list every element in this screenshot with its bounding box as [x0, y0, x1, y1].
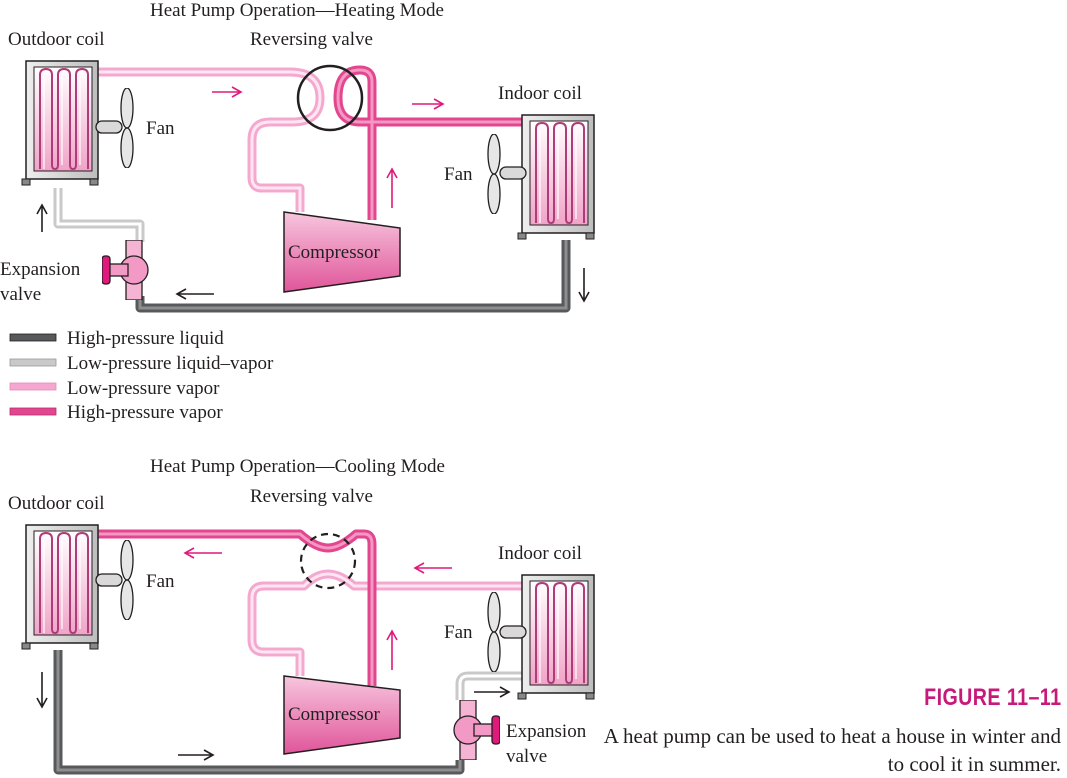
- legend-label: High-pressure liquid: [67, 328, 224, 349]
- cooling-pipe-high-pressure-vapor: [96, 529, 377, 686]
- legend-item-high-pressure-vapor: High-pressure vapor: [9, 402, 223, 423]
- heating-indoor-fan: [487, 134, 527, 214]
- figure-label: FIGURE 11–11: [923, 684, 1061, 711]
- heating-title: Heat Pump Operation—Heating Mode: [150, 0, 444, 21]
- legend-item-low-pressure-vapor: Low-pressure vapor: [9, 378, 220, 399]
- legend-item-high-pressure-liquid: High-pressure liquid: [9, 328, 224, 349]
- cooling-expansion-valve: [453, 700, 500, 760]
- heating-expansion-label-1: Expansion: [0, 259, 81, 280]
- heating-flow-arrows: [36, 86, 590, 303]
- cooling-expansion-label-1: Expansion: [506, 721, 587, 742]
- heating-reversing-valve-label: Reversing valve: [250, 29, 373, 50]
- heating-outdoor-coil-label: Outdoor coil: [8, 29, 105, 50]
- heating-outdoor-coil: [20, 59, 100, 187]
- heating-expansion-valve: [102, 240, 149, 300]
- cooling-reversing-valve: [299, 532, 357, 590]
- cooling-outdoor-fan: [95, 540, 134, 620]
- heating-indoor-coil-label: Indoor coil: [498, 83, 582, 104]
- heating-expansion-label-2: valve: [0, 284, 41, 305]
- cooling-mode-panel: Heat Pump Operation—Cooling Mode Outdoor…: [8, 456, 596, 775]
- cooling-pipe-low-pressure-liquid-vapor: [455, 671, 526, 700]
- cooling-expansion-label-2: valve: [506, 746, 547, 767]
- cooling-indoor-coil-label: Indoor coil: [498, 543, 582, 564]
- heating-indoor-coil: [516, 113, 596, 241]
- figure-caption: A heat pump can be used to heat a house …: [603, 724, 1061, 776]
- cooling-title: Heat Pump Operation—Cooling Mode: [150, 456, 445, 477]
- cooling-flow-arrows: [36, 547, 511, 761]
- heating-reversing-valve: [296, 64, 364, 132]
- cooling-indoor-fan: [487, 592, 527, 672]
- legend-item-low-pressure-liquid-vapor: Low-pressure liquid–vapor: [9, 353, 274, 374]
- heating-outdoor-fan-label: Fan: [146, 118, 175, 139]
- heating-mode-panel: Heat Pump Operation—Heating Mode Outdoor…: [0, 0, 596, 313]
- cooling-compressor-label: Compressor: [288, 704, 381, 725]
- cooling-indoor-coil: [516, 573, 596, 701]
- cooling-outdoor-fan-label: Fan: [146, 571, 175, 592]
- heating-indoor-fan-label: Fan: [444, 164, 473, 185]
- legend-label: Low-pressure vapor: [67, 378, 220, 399]
- cooling-outdoor-coil: [20, 523, 100, 651]
- heating-pipe-low-pressure-liquid-vapor: [53, 188, 145, 242]
- legend-label: Low-pressure liquid–vapor: [67, 353, 274, 374]
- cooling-pipe-low-pressure-vapor: [247, 569, 526, 676]
- heating-compressor-label: Compressor: [288, 242, 381, 263]
- legend: High-pressure liquid Low-pressure liquid…: [9, 328, 274, 423]
- heating-compressor: [283, 211, 401, 293]
- cooling-outdoor-coil-label: Outdoor coil: [8, 493, 105, 514]
- legend-label: High-pressure vapor: [67, 402, 223, 423]
- cooling-compressor: [283, 675, 401, 755]
- cooling-reversing-valve-label: Reversing valve: [250, 486, 373, 507]
- cooling-indoor-fan-label: Fan: [444, 622, 473, 643]
- heating-outdoor-fan: [95, 88, 134, 168]
